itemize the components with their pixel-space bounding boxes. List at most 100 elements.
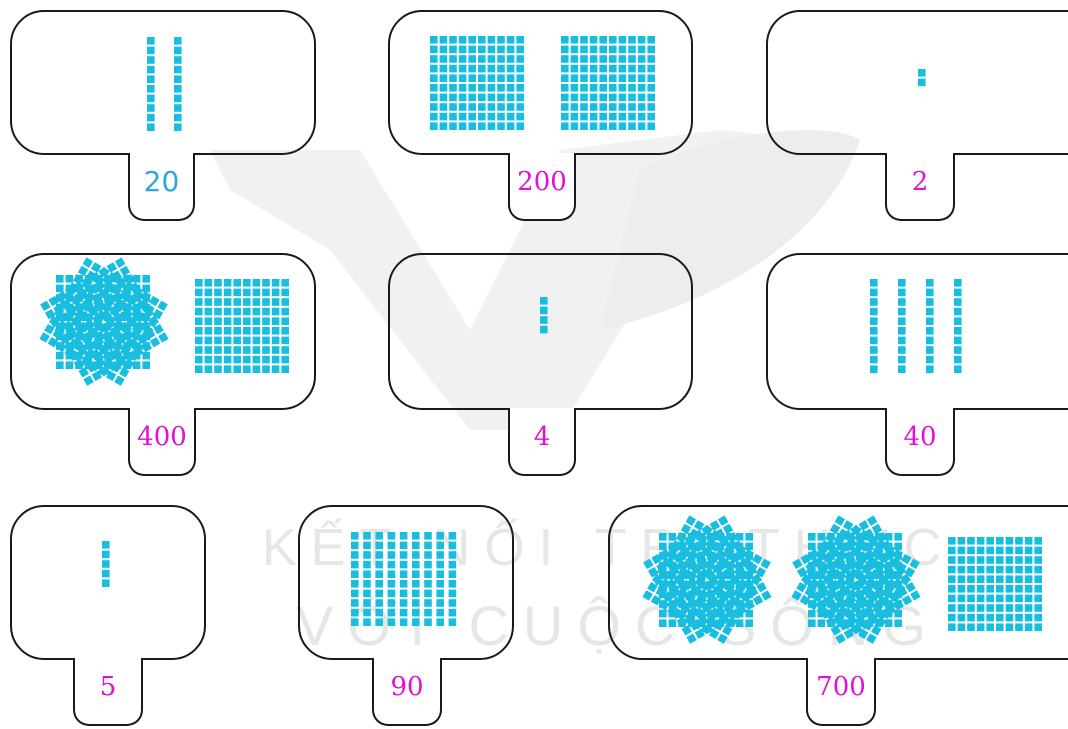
flat-unit (977, 537, 985, 545)
flat-unit (580, 122, 588, 130)
number-tag-5[interactable]: 5 (73, 658, 143, 726)
flat-unit (262, 298, 270, 306)
flat-unit (478, 65, 486, 73)
flat-unit (114, 375, 124, 385)
rod-unit (147, 114, 155, 122)
flat-unit (507, 122, 515, 130)
flat-unit (628, 84, 636, 92)
rod-unit (400, 532, 408, 540)
flat-unit (638, 84, 646, 92)
flat-unit (459, 103, 467, 111)
flat-unit (56, 275, 64, 283)
flat-unit (516, 122, 524, 130)
flat-unit (1015, 575, 1023, 583)
flat-unit (195, 317, 203, 325)
rod-unit (898, 356, 906, 364)
rod-unit (174, 66, 182, 74)
rod-unit (375, 542, 383, 550)
flat-unit (647, 36, 655, 44)
flat-unit (580, 65, 588, 73)
flat-unit (1025, 604, 1033, 612)
number-tag-200[interactable]: 200 (508, 153, 576, 221)
ten-rod (400, 532, 408, 626)
rod-unit (375, 532, 383, 540)
flat-unit (609, 74, 617, 82)
rod-unit (870, 308, 878, 316)
flat-unit (580, 74, 588, 82)
flat-unit (142, 361, 150, 369)
flat-unit (440, 46, 448, 54)
flat-unit (958, 595, 966, 603)
flat-unit (253, 298, 261, 306)
ten-rod (424, 532, 432, 626)
number-tag-400[interactable]: 400 (128, 408, 196, 476)
rod-unit (174, 85, 182, 93)
flat-unit (205, 289, 213, 297)
flat-unit (571, 103, 579, 111)
flat-unit (967, 575, 975, 583)
flat-unit (497, 103, 505, 111)
number-tag-20[interactable]: 20 (128, 153, 195, 221)
flat-unit (507, 84, 515, 92)
flat-unit (609, 94, 617, 102)
flat-unit (599, 65, 607, 73)
flat-unit (1015, 537, 1023, 545)
flat-unit (902, 595, 912, 605)
number-tag-90[interactable]: 90 (372, 658, 442, 726)
flat-unit (599, 122, 607, 130)
flat-unit (262, 289, 270, 297)
flat-unit (205, 356, 213, 364)
flat-unit (599, 55, 607, 63)
flat-unit (449, 122, 457, 130)
flat-unit (609, 122, 617, 130)
number-tag-40[interactable]: 40 (885, 408, 955, 476)
flat-unit (619, 36, 627, 44)
flat-unit (910, 590, 920, 600)
flat-unit (830, 524, 840, 534)
rod-unit (363, 580, 371, 588)
flat-unit (571, 122, 579, 130)
flat-unit (224, 317, 232, 325)
flat-unit (638, 113, 646, 121)
flat-unit (986, 566, 994, 574)
flat-unit (986, 556, 994, 564)
flat-unit (628, 46, 636, 54)
rod-unit (898, 298, 906, 306)
value-card-90 (298, 505, 514, 660)
rod-unit (174, 104, 182, 112)
flat-unit (1034, 604, 1042, 612)
flat-unit (561, 113, 569, 121)
flat-unit (243, 317, 251, 325)
flat-unit (478, 94, 486, 102)
flat-unit (580, 113, 588, 121)
flat-unit (1034, 537, 1042, 545)
flat-unit (866, 633, 876, 643)
rod-unit (351, 580, 359, 588)
flat-unit (253, 317, 261, 325)
flat-unit (745, 543, 753, 551)
rod-unit (363, 551, 371, 559)
flat-unit (233, 365, 241, 373)
number-tag-4[interactable]: 4 (508, 408, 576, 476)
flat-unit (986, 614, 994, 622)
flat-unit (1015, 595, 1023, 603)
number-tag-700[interactable]: 700 (806, 658, 876, 726)
rod-unit (375, 551, 383, 559)
flat-unit (233, 356, 241, 364)
flat-unit (647, 103, 655, 111)
rod-unit (424, 618, 432, 626)
flat-unit (590, 94, 598, 102)
rod-unit (954, 308, 962, 316)
flat-unit (638, 55, 646, 63)
flat-unit (808, 619, 816, 627)
flat-unit (40, 301, 50, 311)
number-tag-2[interactable]: 2 (885, 153, 955, 221)
rod-unit (388, 542, 396, 550)
flat-unit (516, 74, 524, 82)
flat-unit (195, 356, 203, 364)
flat-unit (56, 285, 64, 293)
rod-unit (870, 337, 878, 345)
rod-unit (363, 532, 371, 540)
rod-unit (400, 570, 408, 578)
flat-unit (449, 65, 457, 73)
